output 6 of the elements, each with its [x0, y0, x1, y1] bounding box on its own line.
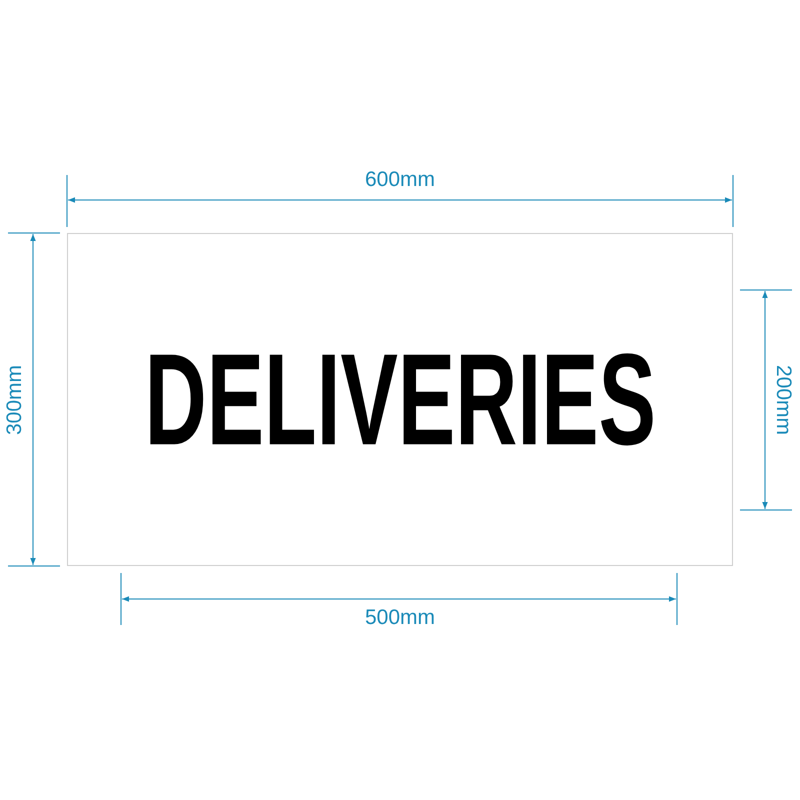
sign-lettering: DELIVERIES	[144, 334, 656, 464]
sign-panel	[67, 233, 733, 566]
dimension-label: 600mm	[365, 168, 436, 192]
dimension-label: 200mm	[771, 364, 796, 436]
dimension-label: 500mm	[365, 606, 436, 630]
dimension-label: 300mm	[3, 364, 28, 436]
